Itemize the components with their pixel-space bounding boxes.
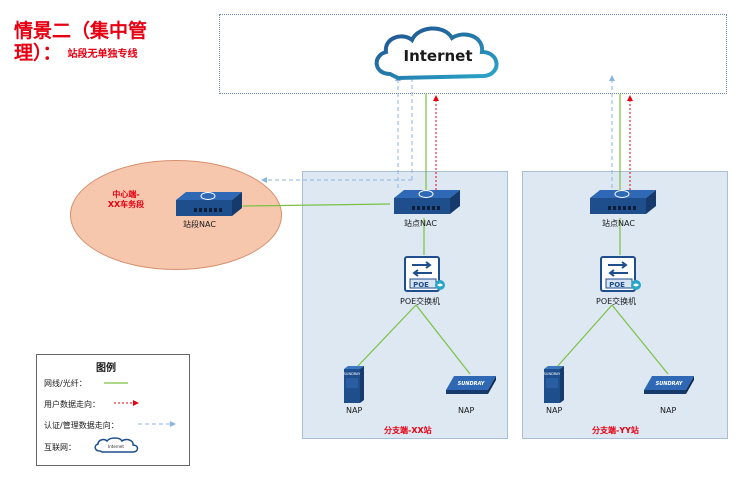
center-site-label-line2: XX车务段 [107,200,145,209]
link-xx-switch-nap1 [355,304,417,369]
yy-nap2-label: NAP [660,406,677,415]
xx-nac-device-icon [394,190,460,214]
xx-poe-switch-label: POE交换机 [400,297,441,306]
yy-poe-switch-label: POE交换机 [596,297,637,306]
xx-nap2-brand: SUNDRAY [458,381,486,387]
xx-nap1-tower-icon: SUNDRAY [344,366,364,403]
link-yy-switch-nap1 [555,304,613,369]
legend-title: 图例 [96,363,116,374]
link-yy-switch-nap2 [611,304,669,375]
legend-item-link-label: 网线/光纤： [44,379,87,388]
legend-user-data-arrow-icon [114,400,139,406]
yy-nap2-brand: SUNDRAY [656,381,684,387]
yy-nap1-brand: SUNDRAY [544,372,562,376]
xx-nac-label: 站点NAC [404,219,437,228]
yy-poe-badge: POE [609,281,625,289]
xx-nap1-brand: SUNDRAY [344,372,362,376]
legend-item-internet-label: 互联网： [44,443,76,452]
center-nac-device-icon [176,192,242,216]
xx-nap2-ap-icon: SUNDRAY [446,376,496,394]
xx-poe-badge: POE [413,281,429,289]
center-site-label-line1: 中心端- [112,190,140,199]
yy-nac-device-icon [590,190,656,214]
yy-poe-switch-icon: POE [600,256,641,292]
legend-item-user-data-label: 用户数据走向： [44,400,100,409]
xx-poe-switch-icon: POE [404,256,445,292]
page-title: 情景二（集中管 [14,20,148,42]
internet-cloud-icon: Internet [374,26,499,81]
yy-nap1-label: NAP [546,406,563,415]
center-nac-label: 站段NAC [183,220,216,229]
page-title-line2: 理）： [14,42,62,64]
link-xx-switch-nap2 [415,304,471,375]
xx-nap1-label: NAP [346,406,363,415]
yy-nap2-ap-icon: SUNDRAY [644,376,694,394]
branch-yy-label: 分支端-YY站 [592,426,639,435]
branch-area-xx [302,171,508,439]
internet-label: Internet [403,47,472,65]
legend-internet-cloud-icon: Internet [94,437,139,453]
link-center-xx-nac [242,203,391,207]
yy-nap1-tower-icon: SUNDRAY [544,366,564,403]
legend-item-mgmt-label: 认证/管理数据走向： [44,421,119,430]
center-site-label: 中心端- XX车务段 [96,190,156,210]
legend-link-swatch [104,382,128,384]
branch-xx-label: 分支端-XX站 [384,426,432,435]
yy-nac-label: 站点NAC [602,219,635,228]
page-title-note: 站段无单独专线 [67,49,138,60]
legend-cloud-text: Internet [108,444,124,449]
xx-nap2-label: NAP [458,406,475,415]
legend-mgmt-arrow-icon [138,421,176,427]
page-title-continued: 理）： 站段无单独专线 [14,42,138,66]
